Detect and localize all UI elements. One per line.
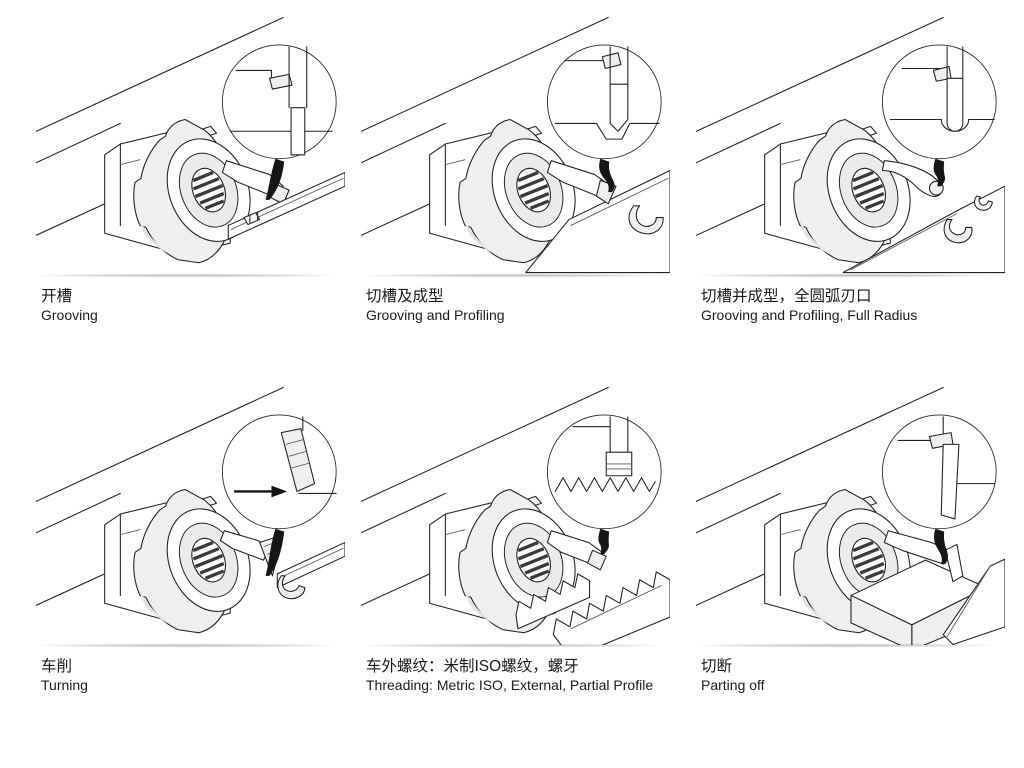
ground-shadow xyxy=(702,644,990,647)
detail-circle xyxy=(881,44,997,160)
panel-turning: 车削 Turning xyxy=(30,385,355,755)
detail-circle xyxy=(546,414,662,530)
panel-title-zh: 车削 xyxy=(41,658,73,675)
panel-grooving: 开槽 Grooving xyxy=(30,15,355,385)
turning-drawing xyxy=(36,386,345,634)
panel-title-en: Threading: Metric ISO, External, Partial… xyxy=(366,676,654,693)
panel-title-en: Turning xyxy=(41,676,88,693)
collet-holder xyxy=(793,118,911,264)
pointer xyxy=(265,528,285,576)
grooving-drawing xyxy=(36,16,345,264)
panel-title-en: Parting off xyxy=(701,676,765,693)
workpiece-turned-bar xyxy=(276,541,345,600)
panel-parting-off: 切断 Parting off xyxy=(690,385,1024,755)
panel-title-zh: 开槽 xyxy=(41,288,73,305)
ground-shadow xyxy=(367,274,655,277)
panel-title-en: Grooving xyxy=(41,306,98,323)
detail-circle xyxy=(221,414,337,530)
illustration-grooving-profiling xyxy=(361,15,670,277)
illustration-grooving xyxy=(36,15,345,277)
illustration-turning xyxy=(36,385,345,647)
pointer xyxy=(599,158,615,193)
panel-grooving-profiling-full-radius: 切槽并成型，全圆弧刃口 Grooving and Profiling, Full… xyxy=(690,15,1024,385)
pointer xyxy=(265,158,285,200)
parting-off-drawing xyxy=(696,386,1005,645)
detail-full-radius xyxy=(889,46,995,132)
pointer xyxy=(598,528,610,555)
illustration-threading xyxy=(361,385,670,647)
detail-circle xyxy=(546,44,662,160)
ground-shadow xyxy=(42,274,330,277)
insert-arm xyxy=(883,530,964,583)
grooving-profiling-drawing xyxy=(361,16,670,274)
workpiece-plate xyxy=(525,169,670,274)
collet-holder xyxy=(793,488,911,634)
ground-shadow xyxy=(702,274,990,277)
panel-grooving-profiling: 切槽及成型 Grooving and Profiling xyxy=(355,15,690,385)
threading-drawing xyxy=(361,386,670,645)
panel-threading: 车外螺纹：米制ISO螺纹，螺牙 Threading: Metric ISO, E… xyxy=(355,385,690,755)
panel-title-zh: 切断 xyxy=(701,658,733,675)
panel-title-zh: 切槽及成型 xyxy=(366,288,444,305)
panel-caption: 切槽并成型，全圆弧刃口 Grooving and Profiling, Full… xyxy=(696,288,1018,324)
collet-holder xyxy=(133,488,251,634)
workpiece-plate xyxy=(842,185,1005,274)
workpiece-grooved-bar xyxy=(227,171,345,240)
panel-title-zh: 切槽并成型，全圆弧刃口 xyxy=(701,288,872,305)
detail-parting xyxy=(897,416,995,520)
detail-turning xyxy=(234,416,337,498)
panel-title-zh: 车外螺纹：米制ISO螺纹，螺牙 xyxy=(366,658,579,675)
detail-thread-profile xyxy=(554,416,656,492)
grooving-profiling-full-radius-drawing xyxy=(696,16,1005,274)
illustration-grooving-profiling-full-radius xyxy=(696,15,1005,277)
ground-shadow xyxy=(367,644,655,647)
pointer xyxy=(934,528,949,565)
panel-caption: 车外螺纹：米制ISO螺纹，螺牙 Threading: Metric ISO, E… xyxy=(361,658,684,694)
pointer xyxy=(933,158,946,187)
detail-profiling xyxy=(554,46,660,140)
workpiece-slab xyxy=(942,558,1005,645)
panel-caption: 切断 Parting off xyxy=(696,658,1018,694)
illustration-parting-off xyxy=(696,385,1005,647)
panel-caption: 车削 Turning xyxy=(36,658,349,694)
detail-circle xyxy=(881,414,997,530)
panel-title-en: Grooving and Profiling, Full Radius xyxy=(701,306,918,323)
detail-circle xyxy=(221,44,337,160)
panel-caption: 开槽 Grooving xyxy=(36,288,349,324)
panel-title-en: Grooving and Profiling xyxy=(366,306,505,323)
detail-grooving xyxy=(229,46,333,156)
workpiece-threaded-near xyxy=(515,573,591,630)
workpiece-threaded-rod xyxy=(552,571,670,645)
panel-caption: 切槽及成型 Grooving and Profiling xyxy=(361,288,684,324)
ground-shadow xyxy=(42,644,330,647)
